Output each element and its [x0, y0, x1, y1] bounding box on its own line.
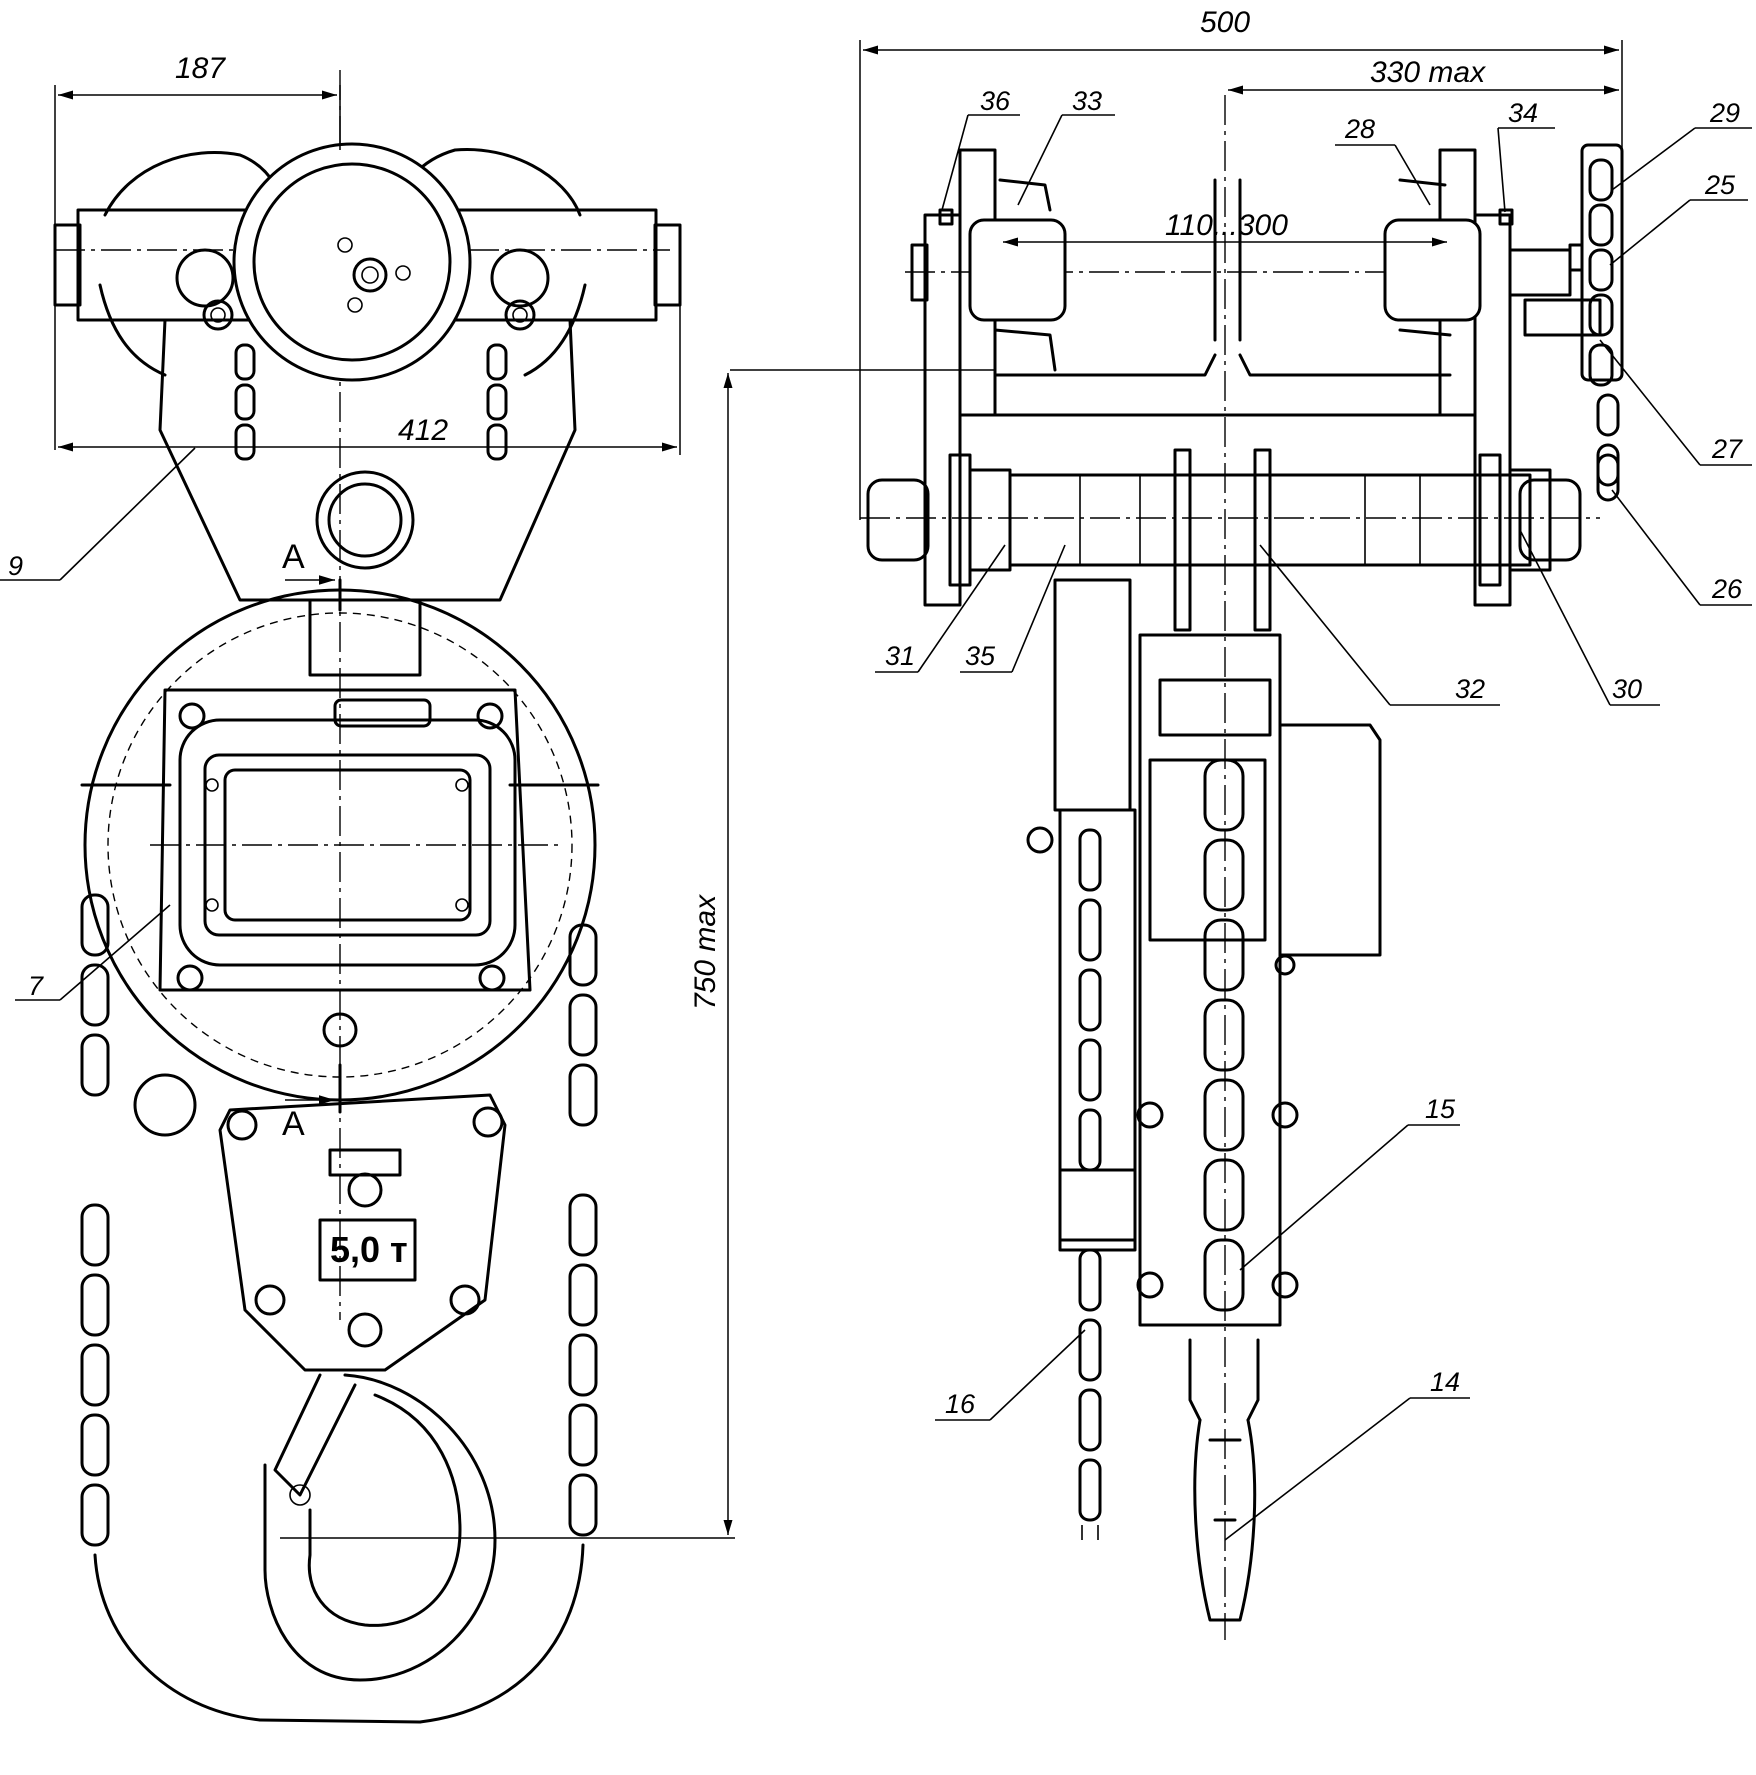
callout-34: 34 [1508, 98, 1538, 128]
dim-330-label: 330 max [1370, 56, 1486, 89]
callout-33: 33 [1072, 86, 1102, 116]
hand-chain-side [1078, 828, 1102, 1540]
callout-7: 7 [28, 971, 44, 1001]
callout-36: 36 [980, 86, 1011, 116]
dimension-750-max: 750 max [280, 369, 995, 1539]
hook-side [1188, 1338, 1260, 1622]
callout-32: 32 [1455, 674, 1485, 704]
drive-shaft [1508, 143, 1624, 502]
load-hook [263, 1373, 497, 1682]
dimension-330-max: 330 max [1228, 56, 1619, 95]
callouts-right: 36 33 28 34 29 25 27 26 31 [875, 86, 1752, 1541]
callout-29: 29 [1709, 98, 1740, 128]
hand-chain-right [258, 923, 598, 1724]
callout-14: 14 [1430, 1367, 1460, 1397]
dimension-110-300: 110...300 [1003, 209, 1447, 247]
dim-412-label: 412 [398, 414, 448, 447]
side-view: 500 330 max 110...300 750 max 36 33 [280, 6, 1752, 1640]
hand-chain-left [80, 893, 262, 1722]
callout-35: 35 [965, 641, 996, 671]
callout-27: 27 [1711, 434, 1743, 464]
front-view: A A 5,0 т [0, 52, 682, 1724]
suspension-ring [315, 470, 415, 570]
callout-16: 16 [945, 1389, 976, 1419]
dim-187-label: 187 [175, 52, 226, 85]
load-capacity-plate: 5,0 т [330, 1229, 408, 1270]
load-block: 5,0 т [133, 1073, 507, 1372]
callout-26: 26 [1711, 574, 1743, 604]
section-mark-top: A [282, 538, 305, 576]
callout-25: 25 [1704, 170, 1736, 200]
dim-500-label: 500 [1200, 6, 1250, 39]
cross-axle [866, 448, 1582, 632]
trolley-chains [234, 343, 508, 461]
section-mark-bottom: A [282, 1105, 305, 1143]
section-marks: A A [282, 538, 342, 1143]
callout-31: 31 [885, 641, 915, 671]
callouts-left: 9 7 [0, 447, 196, 1001]
i-beam [993, 178, 1452, 417]
hand-chain-wheel [232, 142, 472, 382]
dim-110-300-label: 110...300 [1165, 209, 1288, 242]
dimension-500: 500 [859, 6, 1623, 520]
hoist-body-side [1026, 578, 1382, 1327]
dimension-187: 187 [54, 52, 341, 450]
callout-15: 15 [1425, 1094, 1456, 1124]
callout-9: 9 [8, 551, 23, 581]
callout-30: 30 [1612, 674, 1642, 704]
load-chain-side [1203, 758, 1245, 1312]
callout-28: 28 [1344, 114, 1375, 144]
dim-750-label: 750 max [689, 894, 722, 1010]
axle-bolts [175, 248, 550, 331]
dimension-412: 412 [58, 300, 681, 455]
